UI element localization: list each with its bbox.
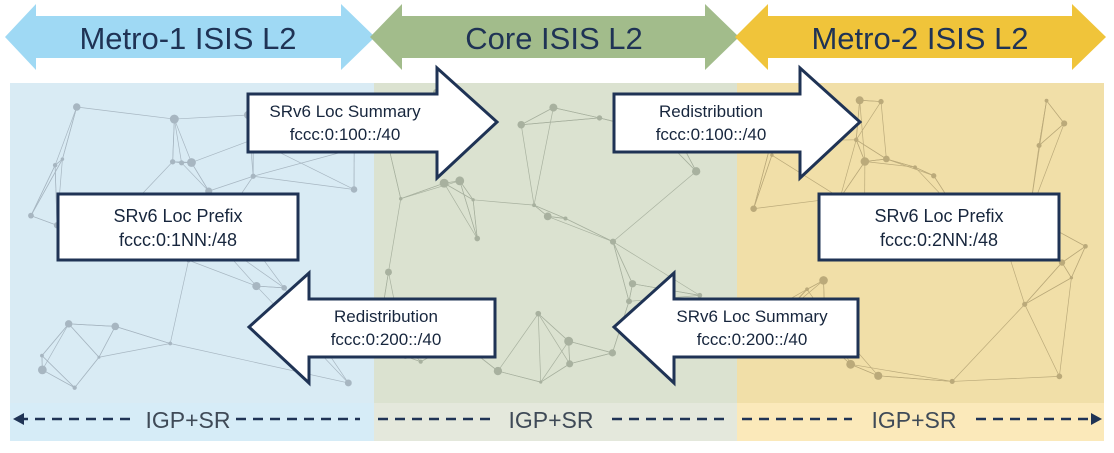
mesh-node <box>950 379 955 384</box>
mesh-node <box>819 276 828 285</box>
mesh-node <box>28 213 34 219</box>
metro2-prefix-value: fccc:0:2NN:/48 <box>880 230 998 250</box>
metro2-prefix-box <box>819 194 1059 260</box>
mesh-node <box>539 381 542 384</box>
mesh-node <box>168 342 172 346</box>
mesh-node <box>252 282 260 290</box>
mesh-node <box>1057 374 1063 380</box>
metro1-footer-label: IGP+SR <box>145 407 230 433</box>
mesh-node <box>770 153 774 157</box>
metro2-prefix-title: SRv6 Loc Prefix <box>874 206 1003 226</box>
mesh-node <box>1045 99 1049 103</box>
mesh-node <box>563 216 567 220</box>
metro1-prefix-value: fccc:0:1NN:/48 <box>119 230 237 250</box>
core-domain-label: Core ISIS L2 <box>465 21 642 56</box>
redistribution-to-metro1-title: Redistribution <box>334 307 438 326</box>
metro1-domain-label: Metro-1 ISIS L2 <box>79 21 296 56</box>
mesh-node <box>854 138 858 142</box>
mesh-node <box>38 366 47 375</box>
metro1-prefix-title: SRv6 Loc Prefix <box>113 206 242 226</box>
redistribution-to-metro2-title: Redistribution <box>659 102 763 121</box>
mesh-node <box>419 360 423 364</box>
mesh-node <box>170 115 179 124</box>
summary-from-metro2-value: fccc:0:200::/40 <box>697 330 808 349</box>
metro1-prefix-box <box>58 194 298 260</box>
core-footer-label: IGP+SR <box>508 407 593 433</box>
mesh-node <box>931 173 936 178</box>
mesh-node <box>878 99 883 104</box>
summary-to-core-title: SRv6 Loc Summary <box>269 102 421 121</box>
mesh-node <box>861 157 870 166</box>
mesh-node <box>494 367 502 375</box>
redistribution-to-metro1-value: fccc:0:200::/40 <box>331 330 442 349</box>
redistribution-to-metro2-value: fccc:0:100::/40 <box>656 125 767 144</box>
mesh-node <box>697 293 702 298</box>
mesh-node <box>1022 302 1027 307</box>
mesh-node <box>345 380 352 387</box>
summary-to-core-value: fccc:0:100::/40 <box>290 125 401 144</box>
mesh-node <box>351 186 358 193</box>
metro2-domain-label: Metro-2 ISIS L2 <box>811 21 1028 56</box>
summary-from-metro2-title: SRv6 Loc Summary <box>676 307 828 326</box>
mesh-node <box>385 269 392 276</box>
metro2-footer-label: IGP+SR <box>871 407 956 433</box>
mesh-node <box>440 179 449 188</box>
mesh-node <box>517 121 525 129</box>
